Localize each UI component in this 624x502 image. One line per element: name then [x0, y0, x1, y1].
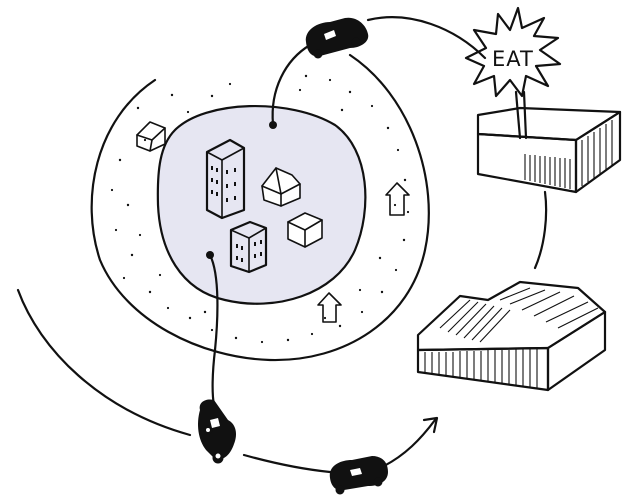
route-bottom-arc: [244, 455, 330, 472]
warehouse: [418, 282, 605, 390]
suburb-house-bottom: [318, 293, 341, 322]
route-top-arc: [368, 17, 485, 58]
route-start-dot: [269, 121, 277, 129]
suburb-house-top-left: [137, 122, 165, 151]
route-to-warehouse: [384, 420, 435, 466]
outer-arc: [18, 290, 190, 435]
eat-sign: EAT: [466, 8, 560, 138]
car-icon-bottom-right: [330, 456, 388, 495]
eat-sign-label: EAT: [492, 47, 534, 71]
grocery-store: [478, 108, 620, 192]
city-center: [158, 106, 366, 304]
car-icon-bottom-left: [198, 399, 236, 463]
suburb-house-right: [386, 183, 409, 215]
car-icon-top: [306, 18, 368, 59]
route-store-to-work: [535, 192, 546, 268]
